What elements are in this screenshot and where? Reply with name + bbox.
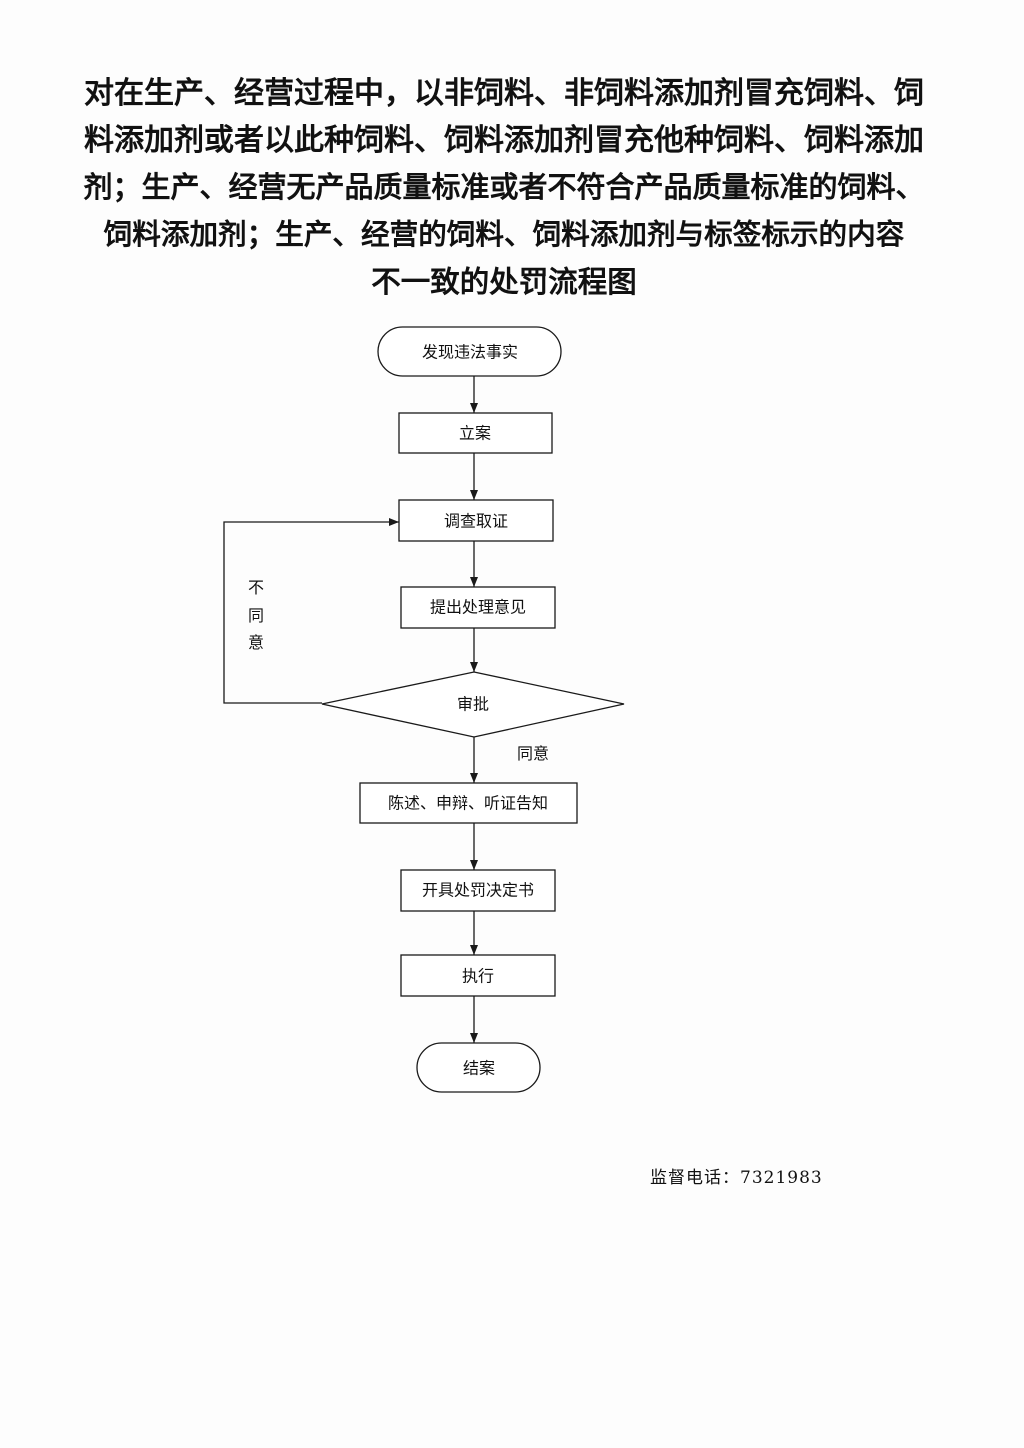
node-execute: 执行 <box>400 954 556 997</box>
node-start-label: 发现违法事实 <box>422 343 518 362</box>
node-execute-label: 执行 <box>462 967 494 986</box>
document-title: 对在生产、经营过程中，以非饲料、非饲料添加剂冒充饲料、饲 料添加剂或者以此种饲料… <box>0 70 1008 305</box>
node-propose-label: 提出处理意见 <box>430 598 526 617</box>
process-box <box>398 412 553 454</box>
terminator-shape <box>416 1042 541 1093</box>
title-line-4: 饲料添加剂；生产、经营的饲料、饲料添加剂与标签标示的内容 <box>103 217 905 251</box>
title-line-2: 料添加剂或者以此种饲料、饲料添加剂冒充他种饲料、饲料添加 <box>84 123 924 158</box>
node-end: 结案 <box>416 1042 541 1093</box>
title-line-5: 不一致的处罚流程图 <box>371 264 637 299</box>
node-register: 立案 <box>398 412 553 454</box>
node-notify-label: 陈述、申辩、听证告知 <box>388 794 548 813</box>
process-box <box>400 954 556 997</box>
title-line-3: 剂；生产、经营无产品质量标准或者不符合产品质量标准的饲料、 <box>83 170 925 204</box>
edge-approve-reject-loop <box>223 518 399 704</box>
node-decision-label: 开具处罚决定书 <box>422 881 534 900</box>
terminator-shape <box>377 326 562 377</box>
process-box <box>400 869 556 912</box>
process-box <box>359 782 578 824</box>
process-box <box>400 586 556 629</box>
node-investigate-label: 调查取证 <box>444 512 508 531</box>
supervision-hotline: 监督电话：7321983 <box>650 1168 823 1188</box>
node-end-label: 结案 <box>463 1059 495 1078</box>
node-register-label: 立案 <box>459 424 491 443</box>
node-approve-label: 审批 <box>457 695 489 714</box>
node-investigate: 调查取证 <box>398 499 554 542</box>
node-start: 发现违法事实 <box>377 326 562 377</box>
node-propose: 提出处理意见 <box>400 586 556 629</box>
process-box <box>398 499 554 542</box>
node-notify: 陈述、申辩、听证告知 <box>359 782 578 824</box>
title-line-1: 对在生产、经营过程中，以非饲料、非饲料添加剂冒充饲料、饲 <box>84 76 924 111</box>
edge-label-agree: 同意 <box>517 744 550 763</box>
edge-label-disagree: 不同意 <box>248 578 265 652</box>
decision-diamond <box>321 671 625 738</box>
node-decision: 开具处罚决定书 <box>400 869 556 912</box>
node-approve: 审批 <box>321 671 625 738</box>
